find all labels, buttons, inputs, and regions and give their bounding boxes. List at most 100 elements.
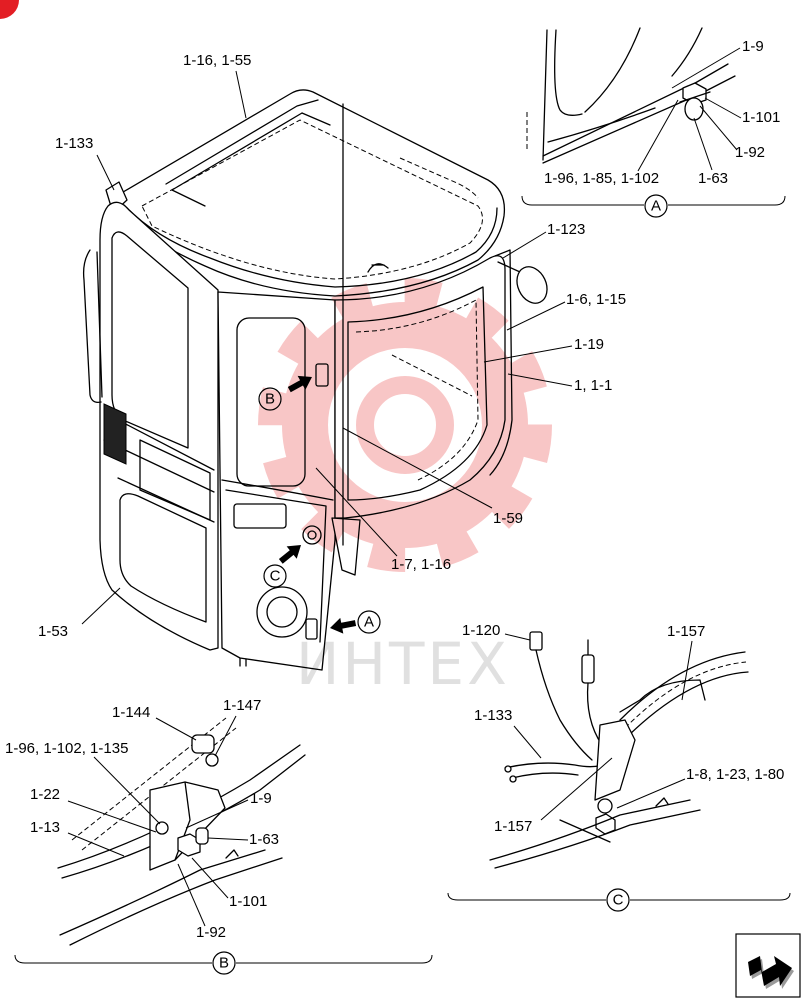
molding-1-157: [619, 679, 706, 713]
part-label: 1-147: [223, 697, 261, 714]
wire-terminal: [509, 775, 517, 783]
cab-main-view: B C A 1-16, 1-55 1-133 1-123 1-6, 1-15 1…: [38, 52, 626, 671]
leader-line: [155, 717, 197, 741]
part-label: 1-7, 1-16: [391, 556, 451, 573]
bolt-head: [155, 821, 169, 835]
watermark-text: ИНТЕХ: [296, 630, 510, 698]
harness-1-133: [504, 759, 613, 779]
lower-curve: [59, 849, 283, 946]
detail-title-circle: [212, 951, 236, 975]
wiper-motor-box: [103, 403, 127, 465]
part-label: 1-96, 1-102, 1-135: [5, 740, 128, 757]
leader-line: [681, 640, 693, 701]
wire-terminal: [504, 765, 512, 773]
next-page-arrow-icon[interactable]: [735, 933, 801, 998]
leader-line: [191, 857, 229, 899]
grab-handle: [82, 249, 103, 403]
fuel-cap-inner: [266, 596, 298, 628]
marker-circle: [357, 610, 381, 634]
roof-hook: [367, 263, 389, 273]
leader-line: [93, 756, 161, 825]
part-label: 1-9: [250, 790, 272, 807]
marker-letter: A: [364, 614, 374, 631]
leader-line: [637, 99, 679, 172]
part-1-144: [191, 734, 215, 754]
part-label: 1-96, 1-85, 1-102: [544, 170, 659, 187]
part-label: 1-19: [574, 336, 604, 353]
part-label: 1-144: [112, 704, 150, 721]
cab-curve: [554, 29, 583, 116]
leader-line: [96, 154, 115, 191]
view-arrow-a: [330, 617, 357, 634]
leader-line: [671, 47, 741, 89]
leader-line: [207, 837, 249, 841]
marker-b: B: [258, 387, 282, 411]
part-label: 1-133: [55, 135, 93, 152]
door-lock-c: [302, 525, 322, 545]
leader-line: [693, 117, 713, 171]
cab-door: [217, 291, 336, 671]
marker-a: A: [357, 610, 381, 634]
clip: [225, 849, 239, 859]
marker-c: C: [263, 564, 287, 588]
part-label: 1-8, 1-23, 1-80: [686, 766, 784, 783]
detail-title-circle: [644, 194, 668, 218]
marker-letter: B: [265, 391, 275, 408]
leader-line: [67, 832, 125, 857]
part-label: 1-101: [742, 109, 780, 126]
leader-line: [177, 863, 206, 927]
leader-line: [699, 105, 738, 151]
clip: [655, 797, 669, 807]
door-foot: [239, 657, 247, 667]
part-label: 1-157: [667, 623, 705, 640]
detail-c: 1-120 1-157 1-133 1-8, 1-23, 1-80 1-157 …: [447, 622, 791, 912]
part-label: 1-22: [30, 786, 60, 803]
frame-curve-hidden: [624, 661, 747, 729]
nav-icon-arrow[interactable]: [748, 956, 792, 986]
leader-line: [506, 301, 566, 331]
part-label: 1, 1-1: [574, 377, 612, 394]
mirror-stem: [497, 261, 521, 273]
rear-lower-bracket: [331, 517, 361, 576]
cap-nut: [195, 827, 209, 845]
cab-edge: [542, 29, 548, 161]
detail-title-circle: [606, 888, 630, 912]
detail-bracket: [447, 892, 791, 901]
part-label: 1-9: [742, 38, 764, 55]
front-window-frame: [139, 439, 211, 521]
detail-bracket: [521, 195, 786, 206]
part-label: 1-101: [229, 893, 267, 910]
part-label: 1-53: [38, 623, 68, 640]
panel-line: [542, 63, 736, 164]
leader-line: [502, 231, 547, 259]
part-label: 1-6, 1-15: [566, 291, 626, 308]
bolt-head: [597, 798, 613, 814]
leader-line: [540, 757, 613, 821]
detail-title: C: [613, 892, 624, 909]
roof-seal: [165, 99, 319, 191]
leader-line: [214, 715, 237, 757]
wire: [535, 649, 593, 761]
fuel-cap: [256, 586, 308, 638]
part-label: 1-120: [462, 622, 500, 639]
leader-line: [67, 800, 157, 833]
door-latch-b: [315, 363, 329, 387]
part-label: 1-59: [493, 510, 523, 527]
door-latch-a: [305, 618, 318, 640]
leader-line: [513, 725, 542, 759]
part-1-147: [205, 753, 219, 767]
leader-line: [504, 633, 531, 641]
panel-line-lower: [547, 107, 656, 143]
hex-nut: [177, 833, 201, 857]
detail-b: 1-144 1-147 1-96, 1-102, 1-135 1-22 1-9 …: [5, 697, 433, 975]
mirror: [516, 266, 548, 304]
detail-title: B: [219, 955, 229, 972]
leader-line: [616, 778, 686, 809]
front-upper-window: [111, 231, 189, 449]
roof-top-panel: [171, 112, 331, 207]
detail-a: 1-9 1-101 1-92 1-96, 1-85, 1-102 1-63 A: [521, 27, 786, 218]
part-label: 1-13: [30, 819, 60, 836]
body-panel: [489, 799, 701, 869]
part-label: 1-16, 1-55: [183, 52, 251, 69]
